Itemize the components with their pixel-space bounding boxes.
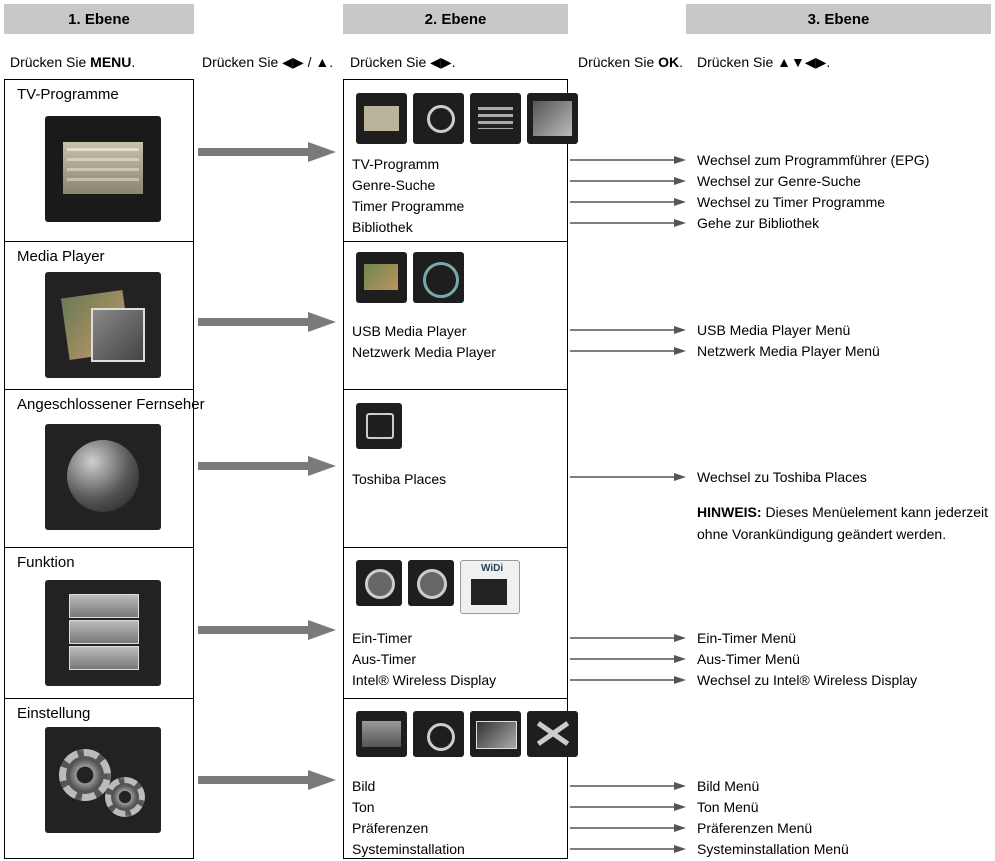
- arrow-result: [570, 782, 686, 790]
- result-toshiba-places: Wechsel zu Toshiba Places: [697, 469, 867, 485]
- usb-media-player-icon: [356, 252, 407, 303]
- instruction-nav-up: Drücken Sie ◀▶ / ▲.: [202, 54, 334, 70]
- arrow-result: [570, 198, 686, 206]
- arrow-result: [570, 655, 686, 663]
- toshiba-places-icon: [356, 403, 402, 449]
- header-level1: 1. Ebene: [4, 4, 194, 34]
- level1-title: Einstellung: [17, 705, 91, 722]
- intel-widi-icon: WiDi: [460, 560, 520, 614]
- menu-item-ton[interactable]: Ton: [352, 799, 375, 815]
- result-timer-programme: Wechsel zu Timer Programme: [697, 194, 886, 210]
- gears-icon: [45, 727, 161, 833]
- level2-box-tv-programme: TV-Programm Genre-Suche Timer Programme …: [343, 79, 578, 242]
- cabinet-icon: [45, 580, 161, 686]
- instruction-ok: Drücken Sie OK.: [578, 54, 684, 70]
- arrow-result: [570, 676, 686, 684]
- level1-title: Funktion: [17, 554, 75, 571]
- menu-item-praeferenzen[interactable]: Präferenzen: [352, 820, 429, 836]
- off-timer-icon: [408, 560, 454, 606]
- network-media-player-icon: [413, 252, 464, 303]
- picture-icon: [356, 711, 407, 757]
- arrow-result: [570, 634, 686, 642]
- menu-item-aus-timer[interactable]: Aus-Timer: [352, 651, 417, 667]
- level1-title: Angeschlossener Fernseher: [17, 396, 205, 413]
- header-level3: 3. Ebene: [686, 4, 991, 34]
- globe-icon: [45, 424, 161, 530]
- note-label: HINWEIS:: [697, 504, 762, 520]
- arrow-result: [570, 473, 686, 481]
- result-netzwerk-media-player: Netzwerk Media Player Menü: [697, 343, 880, 359]
- level1-box-media-player: Media Player: [4, 241, 194, 390]
- level1-title: Media Player: [17, 248, 105, 265]
- arrow-level1-to-level2: [198, 142, 336, 162]
- arrow-result: [570, 219, 686, 227]
- result-intel-wireless-display: Wechsel zu Intel® Wireless Display: [697, 672, 918, 688]
- level1-box-funktion: Funktion: [4, 547, 194, 699]
- arrow-level1-to-level2: [198, 312, 336, 332]
- level1-box-connected-tv: Angeschlossener Fernseher: [4, 389, 205, 548]
- level2-box-einstellung: Bild Ton Präferenzen Systeminstallation: [343, 698, 578, 859]
- menu-item-intel-wireless-display[interactable]: Intel® Wireless Display: [352, 672, 497, 688]
- instruction-nav-lr: Drücken Sie ◀▶.: [350, 54, 456, 70]
- genre-search-icon: [413, 93, 464, 144]
- menu-item-systeminstallation[interactable]: Systeminstallation: [352, 841, 465, 857]
- result-ein-timer: Ein-Timer Menü: [697, 630, 797, 646]
- arrow-level1-to-level2: [198, 620, 336, 640]
- arrow-result: [570, 326, 686, 334]
- arrow-result: [570, 803, 686, 811]
- note-text-line2: ohne Vorankündigung geändert werden.: [697, 526, 947, 542]
- menu-item-usb-media-player[interactable]: USB Media Player: [352, 323, 467, 339]
- level2-box-connected-tv: Toshiba Places: [343, 389, 568, 548]
- arrow-level1-to-level2: [198, 770, 336, 790]
- result-bibliothek: Gehe zur Bibliothek: [697, 215, 820, 231]
- on-timer-icon: [356, 560, 402, 606]
- level2-box-funktion: WiDi Ein-Timer Aus-Timer Intel® Wireless…: [343, 547, 568, 699]
- result-bild: Bild Menü: [697, 778, 760, 794]
- note-hinweis: HINWEIS: Dieses Menüelement kann jederze…: [697, 501, 988, 545]
- media-player-icon: [45, 272, 161, 378]
- arrow-level1-to-level2: [198, 456, 336, 476]
- result-ton: Ton Menü: [697, 799, 759, 815]
- preferences-icon: [470, 711, 521, 757]
- result-aus-timer: Aus-Timer Menü: [697, 651, 800, 667]
- instruction-nav-all: Drücken Sie ▲▼◀▶.: [697, 54, 831, 70]
- result-systeminstallation: Systeminstallation Menü: [697, 841, 849, 857]
- result-praeferenzen: Präferenzen Menü: [697, 820, 813, 836]
- level1-box-einstellung: Einstellung: [4, 698, 194, 859]
- menu-item-ein-timer[interactable]: Ein-Timer: [352, 630, 413, 646]
- result-usb-media-player: USB Media Player Menü: [697, 322, 851, 338]
- menu-item-timer-programme[interactable]: Timer Programme: [352, 198, 465, 214]
- library-icon: [527, 93, 578, 144]
- result-epg: Wechsel zum Programmführer (EPG): [697, 152, 930, 168]
- note-text: Dieses Menüelement kann jederzeit: [765, 504, 989, 520]
- instruction-menu: Drücken Sie MENU.: [10, 54, 136, 70]
- header-level2: 2. Ebene: [343, 4, 568, 34]
- level1-title: TV-Programme: [17, 86, 119, 103]
- arrow-result: [570, 347, 686, 355]
- menu-item-tv-programm[interactable]: TV-Programm: [352, 156, 440, 172]
- menu-item-bibliothek[interactable]: Bibliothek: [352, 219, 413, 235]
- level1-box-tv-programme: TV-Programme: [4, 79, 194, 242]
- menu-item-bild[interactable]: Bild: [352, 778, 376, 794]
- arrow-result: [570, 845, 686, 853]
- widi-label: WiDi: [481, 563, 504, 574]
- system-setup-icon: [527, 711, 578, 757]
- arrow-result: [570, 177, 686, 185]
- arrow-result: [570, 156, 686, 164]
- menu-item-toshiba-places[interactable]: Toshiba Places: [352, 471, 447, 487]
- menu-item-genre-suche[interactable]: Genre-Suche: [352, 177, 436, 193]
- result-genre-suche: Wechsel zur Genre-Suche: [697, 173, 861, 189]
- sound-icon: [413, 711, 464, 757]
- menu-item-netzwerk-media-player[interactable]: Netzwerk Media Player: [352, 344, 496, 360]
- arrow-result: [570, 824, 686, 832]
- tv-guide-icon: [45, 116, 161, 222]
- timer-programme-icon: [470, 93, 521, 144]
- level2-box-media-player: USB Media Player Netzwerk Media Player: [343, 241, 568, 390]
- tv-programm-icon: [356, 93, 407, 144]
